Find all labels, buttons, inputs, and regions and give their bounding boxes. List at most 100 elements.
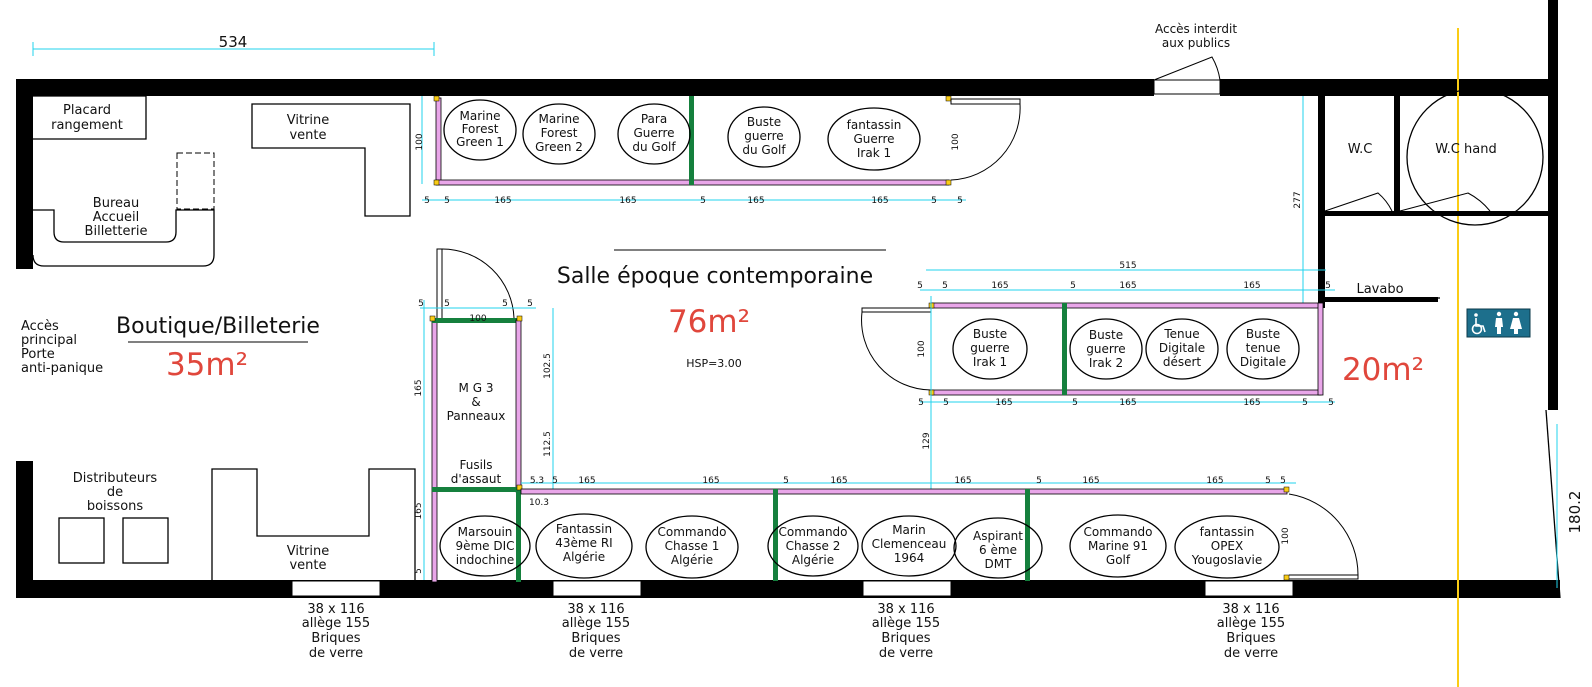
mannequin-bot-6-l1: Aspirant bbox=[973, 529, 1023, 543]
bottom-mannequins: Marsouin 9ème DIC indochine Fantassin 43… bbox=[439, 513, 1280, 579]
mannequin-bot-1-l3: indochine bbox=[456, 553, 514, 567]
mg3-line-1: M G 3 bbox=[459, 381, 494, 395]
salle-title: Salle époque contemporaine bbox=[557, 264, 873, 289]
mid-bot-dim-6: 5 bbox=[1302, 398, 1308, 408]
mannequin-bot-5-l2: Clemenceau bbox=[872, 537, 947, 551]
mid-total-dim: 515 bbox=[1119, 261, 1136, 271]
window-3-line-1: 38 x 116 bbox=[877, 602, 934, 617]
window-4-line-2: allège 155 bbox=[1217, 616, 1285, 631]
distrib-line-1: Distributeurs bbox=[73, 471, 158, 486]
bot-dim-9: 165 bbox=[1206, 476, 1223, 486]
middle-mannequins: Buste guerre Irak 1 Buste guerre Irak 2 … bbox=[952, 318, 1300, 380]
top-dim-2: 165 bbox=[494, 196, 511, 206]
mannequin-bot-7-l1: Commando bbox=[1083, 525, 1152, 539]
bot-dim-0: 5.3 bbox=[530, 476, 544, 486]
window-3-line-2: allège 155 bbox=[872, 616, 940, 631]
bot-dim-4: 5 bbox=[783, 476, 789, 486]
fusils-line-2: d'assaut bbox=[451, 472, 502, 486]
mannequin-top-5-l3: Irak 1 bbox=[857, 146, 891, 160]
mannequin-mid-4-l3: Digitale bbox=[1240, 355, 1286, 369]
left-column-panels: M G 3 & Panneaux Fusils d'assaut bbox=[429, 248, 523, 583]
mannequin-mid-3-l2: Digitale bbox=[1159, 341, 1205, 355]
top-dim-0: 5 bbox=[424, 196, 430, 206]
mannequin-top-2-l1: Marine bbox=[539, 112, 580, 126]
mannequin-bot-5-l3: 1964 bbox=[894, 551, 925, 565]
mannequin-top-3-l2: Guerre bbox=[633, 126, 674, 140]
mannequin-bot-6-l3: DMT bbox=[985, 557, 1013, 571]
top-dim-3: 165 bbox=[619, 196, 636, 206]
distrib-line-2: de bbox=[107, 485, 123, 500]
mannequin-top-3-l3: du Golf bbox=[632, 140, 676, 154]
mg3-line-3: Panneaux bbox=[447, 409, 506, 423]
mannequin-bot-8-l2: OPEX bbox=[1211, 539, 1243, 553]
mannequin-bot-4-l2: Chasse 2 bbox=[786, 539, 841, 553]
restricted-door: Accès interdit aux publics bbox=[1153, 22, 1237, 95]
placard-line-2: rangement bbox=[51, 118, 123, 133]
center-vert-dim-2: 112.5 bbox=[543, 431, 553, 457]
top-side-dim: 100 bbox=[415, 133, 425, 150]
left-dim-3: 5 bbox=[527, 299, 533, 309]
middle-dimensions: 515 5 5 165 5 165 165 5 5 5 165 5 165 16… bbox=[917, 261, 1335, 494]
acces-line-1: Accès bbox=[21, 319, 59, 334]
mannequin-top-5-l2: Guerre bbox=[853, 132, 894, 146]
wc-area: 20m² bbox=[1342, 352, 1424, 388]
mannequin-mid-4-l2: tenue bbox=[1246, 341, 1281, 355]
mid-side-dim: 100 bbox=[917, 340, 927, 357]
lavabo-label: Lavabo bbox=[1356, 282, 1403, 297]
mannequin-bot-5-l1: Marin bbox=[892, 523, 926, 537]
bottom-panels bbox=[520, 486, 1359, 581]
mannequin-bot-1-l1: Marsouin bbox=[458, 525, 513, 539]
window-2-line-1: 38 x 116 bbox=[567, 602, 624, 617]
mid-bot-dim-2: 165 bbox=[995, 398, 1012, 408]
left-column-dimensions: 5 5 5 5 100 165 165 5 102.5 112.5 10.3 bbox=[414, 299, 554, 580]
window-4-line-1: 38 x 116 bbox=[1222, 602, 1279, 617]
mid-bot-dim-5: 165 bbox=[1243, 398, 1260, 408]
left-dim-1: 5 bbox=[444, 299, 450, 309]
restroom-icon bbox=[1495, 311, 1522, 334]
salle-title-block: Salle époque contemporaine 76m² HSP=3.00 bbox=[557, 249, 886, 370]
acces-line-2: principal bbox=[21, 333, 77, 348]
mid-top-dim-3: 5 bbox=[1070, 281, 1076, 291]
mannequin-mid-1-l1: Buste bbox=[973, 327, 1007, 341]
top-dim-4: 5 bbox=[700, 196, 706, 206]
bot-dim-3: 165 bbox=[702, 476, 719, 486]
mannequin-bot-6-l2: 6 ème bbox=[979, 543, 1017, 557]
window-1-line-1: 38 x 116 bbox=[307, 602, 364, 617]
mannequin-top-5-l1: fantassin bbox=[847, 118, 902, 132]
mannequin-bot-3-l3: Algérie bbox=[671, 553, 713, 567]
window-2-line-3: Briques bbox=[571, 631, 620, 646]
window-3-line-3: Briques bbox=[881, 631, 930, 646]
distrib-line-3: boissons bbox=[87, 499, 144, 514]
fusils-line-1: Fusils bbox=[459, 458, 492, 472]
top-dimensions: 5 5 165 165 5 165 165 5 5 100 100 bbox=[415, 96, 966, 206]
mannequin-top-3-l1: Para bbox=[641, 112, 667, 126]
top-dim-8: 5 bbox=[957, 196, 963, 206]
window-4-line-3: Briques bbox=[1226, 631, 1275, 646]
window-labels: 38 x 116 allège 155 Briques de verre 38 … bbox=[302, 602, 1285, 661]
windows bbox=[291, 580, 1294, 597]
mannequin-top-1-l2: Forest bbox=[462, 122, 499, 136]
vitrine-bottom-line-1: Vitrine bbox=[287, 544, 330, 559]
left-dim-2: 5 bbox=[502, 299, 508, 309]
mid-bot-dim-0: 5 bbox=[918, 398, 924, 408]
mannequin-mid-2-l2: guerre bbox=[1086, 342, 1125, 356]
wc-block: W.C W.C hand Lavabo 277 20m² bbox=[1293, 88, 1548, 388]
bot-dim-10: 5 bbox=[1265, 476, 1271, 486]
mannequin-bot-2-l1: Fantassin bbox=[556, 522, 612, 536]
bot-dim-1: 5 bbox=[552, 476, 558, 486]
mannequin-bot-1-l2: 9ème DIC bbox=[455, 539, 514, 553]
mannequin-mid-2-l1: Buste bbox=[1089, 328, 1123, 342]
bot-dim-5: 165 bbox=[830, 476, 847, 486]
mannequin-mid-1-l2: guerre bbox=[970, 341, 1009, 355]
vitrine-bottom-line-2: vente bbox=[289, 558, 326, 573]
boutique-area: 35m² bbox=[166, 347, 248, 383]
bottom-side-dim: 100 bbox=[1281, 527, 1291, 544]
mid-bot-dim-1: 5 bbox=[943, 398, 949, 408]
dimension-534: 534 bbox=[32, 33, 435, 56]
window-1-line-2: allège 155 bbox=[302, 616, 370, 631]
mid-bot-dim-7: 5 bbox=[1328, 398, 1334, 408]
mannequin-bot-3-l2: Chasse 1 bbox=[665, 539, 720, 553]
mannequin-mid-1-l3: Irak 1 bbox=[973, 355, 1007, 369]
mid-top-dim-4: 165 bbox=[1119, 281, 1136, 291]
top-mannequins: Marine Forest Green 1 Marine Forest Gree… bbox=[443, 99, 921, 171]
